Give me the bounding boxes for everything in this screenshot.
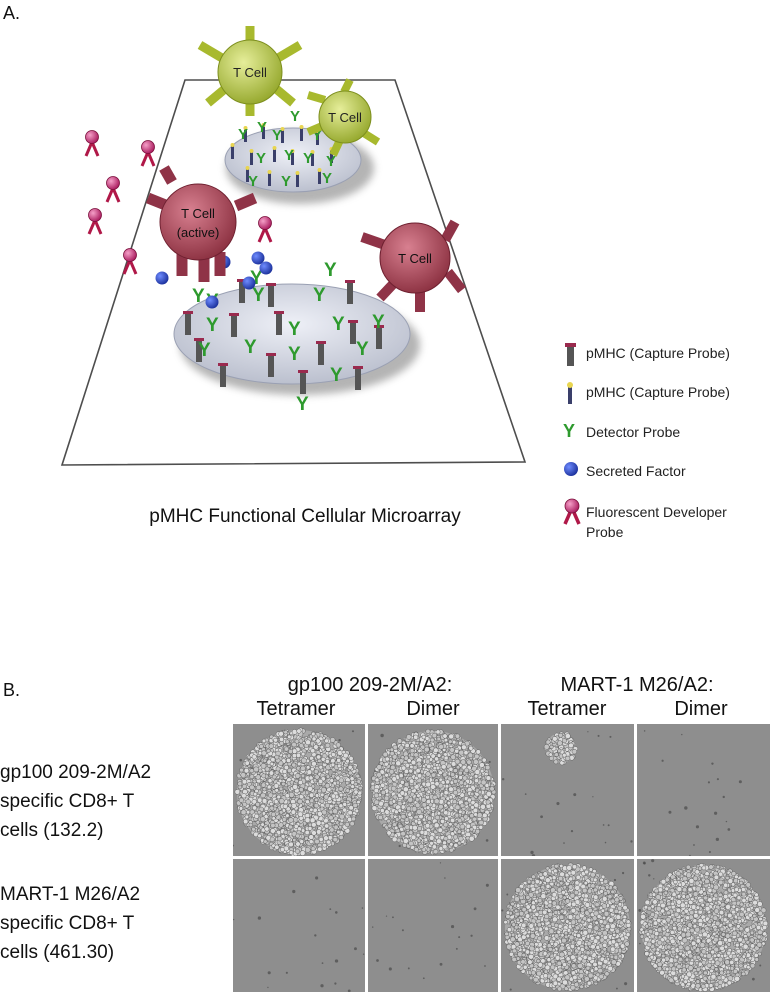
legend-label-3: Detector Probe [586,424,681,440]
col-header-1: Tetramer [256,698,336,720]
panel-b-label: B. [3,680,21,700]
t-cell-active-line1: T Cell [181,206,215,221]
row-label-gp100-line3: cells (132.2) [0,820,104,841]
row-label-mart1-line1: MART-1 M26/A2 [0,884,141,905]
legend-label-5: Fluorescent Developer [586,504,727,520]
t-cell-active: T Cell (active) [145,165,258,282]
secreted-factor-icon [564,462,578,476]
micrograph-r1c2 [368,724,498,856]
micrograph-r2c4 [637,859,770,992]
capture-probe-light-icon [567,382,573,404]
svg-text:Y: Y [330,365,343,386]
svg-text:Y: Y [332,314,345,335]
svg-text:Y: Y [244,337,257,358]
svg-text:Y: Y [290,108,300,125]
svg-text:Y: Y [296,394,309,415]
t-cell-active-line2: (active) [177,225,220,240]
large-array-spot [173,283,411,385]
svg-text:Y: Y [206,315,219,336]
row-label-mart1-line2: specific CD8+ T [0,913,135,934]
t-cell-right-red-label: T Cell [398,251,432,266]
row-label-mart1: MART-1 M26/A2 specific CD8+ T cells (461… [0,880,230,967]
svg-text:Y: Y [272,127,282,144]
t-cell-right-green-label: T Cell [328,110,362,125]
legend-label-1: pMHC (Capture Probe) [586,345,730,361]
svg-text:Y: Y [313,285,326,306]
svg-text:Y: Y [322,170,332,187]
micrograph-r2c2 [368,859,498,992]
row-label-gp100-line2: specific CD8+ T [0,791,135,812]
fluorescent-developer-probes [84,141,273,275]
col-header-4: Dimer [674,698,728,720]
micrograph-r2c3 [501,859,634,992]
group-header-mart1: MART-1 M26/A2: [560,674,714,696]
col-header-2: Dimer [406,698,460,720]
legend: pMHC (Capture Probe) pMHC (Capture Probe… [560,338,770,548]
svg-text:Y: Y [248,173,258,190]
legend-label-4: Secreted Factor [586,463,686,479]
svg-text:Y: Y [303,150,313,167]
svg-text:Y: Y [257,119,267,136]
capture-probe-dark-icon [565,343,576,366]
svg-text:Y: Y [356,339,369,360]
micrograph-grid [233,724,770,992]
micrograph-r1c4 [637,724,770,856]
legend-label-5b: Probe [586,524,624,540]
svg-text:Y: Y [256,150,266,167]
micrograph-r1c1 [233,724,365,856]
panel-a-caption: pMHC Functional Cellular Microarray [149,506,461,527]
group-header-gp100: gp100 209-2M/A2: [287,674,453,696]
t-cell-top-label: T Cell [233,65,267,80]
svg-text:Y: Y [192,286,205,307]
fluorescent-developer-probe-icon [563,498,581,525]
svg-text:Y: Y [563,421,575,440]
svg-text:Y: Y [372,312,385,333]
row-label-gp100: gp100 209-2M/A2 specific CD8+ T cells (1… [0,758,230,845]
detector-probe-icon: Y [563,421,575,440]
micrograph-r1c3 [501,724,634,856]
col-header-3: Tetramer [527,698,607,720]
svg-text:Y: Y [238,126,248,143]
svg-text:Y: Y [326,153,336,170]
svg-text:Y: Y [284,147,294,164]
svg-text:Y: Y [252,285,265,306]
svg-text:Y: Y [324,260,337,281]
panel-a-label: A. [3,3,21,23]
t-cell-top: T Cell [197,26,303,116]
micrograph-r2c1 [233,859,365,992]
svg-text:Y: Y [281,173,291,190]
svg-text:Y: Y [288,344,301,365]
row-label-gp100-line1: gp100 209-2M/A2 [0,762,152,783]
small-spot-capture-probes [231,125,333,187]
t-cell-right-red: T Cell [360,219,466,312]
svg-text:Y: Y [288,319,301,340]
large-spot-capture-probes [183,279,384,394]
row-label-mart1-line3: cells (461.30) [0,942,115,963]
slide [60,79,527,466]
legend-label-2: pMHC (Capture Probe) [586,384,730,400]
t-cell-right-green: T Cell [306,78,381,157]
svg-text:Y: Y [312,127,322,144]
svg-text:Y: Y [198,340,211,361]
